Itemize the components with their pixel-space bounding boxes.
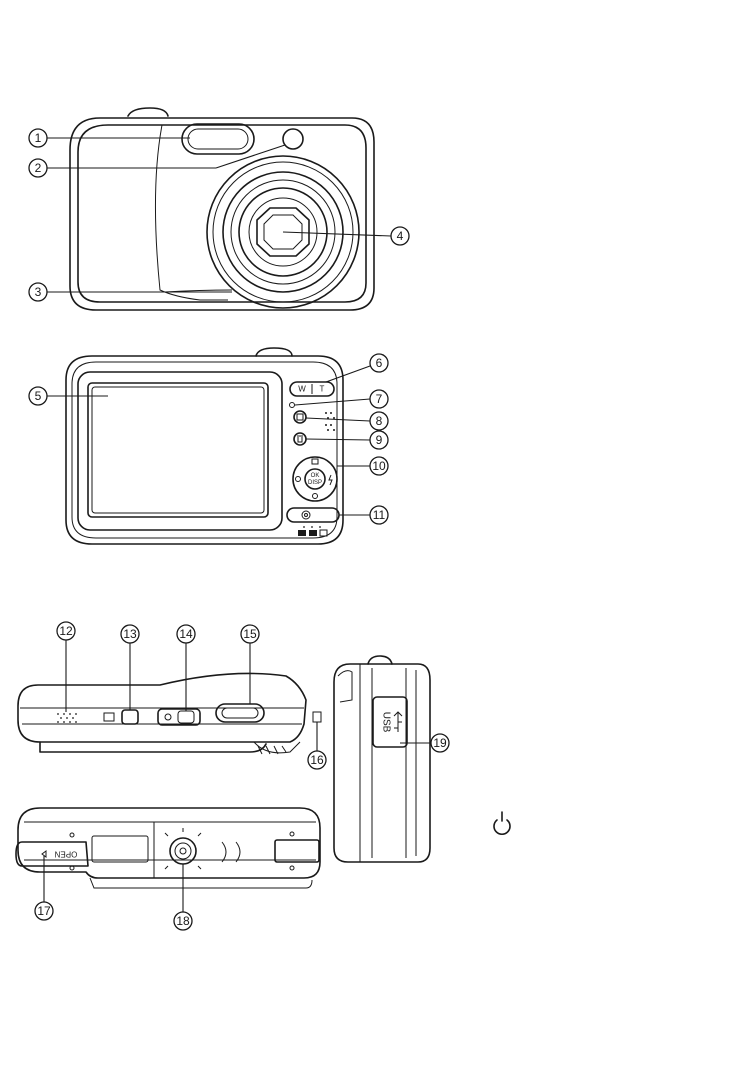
svg-text:3: 3: [35, 285, 42, 299]
playback-mode-icon: [320, 530, 327, 536]
shutter-button-top[interactable]: [216, 704, 264, 722]
svg-text:2: 2: [35, 161, 42, 175]
camera-mode-icon: [298, 530, 306, 536]
speaker-grille: [57, 713, 77, 723]
camera-side-view: USB: [334, 656, 430, 862]
callout-9: 9: [306, 431, 388, 449]
callout-11: 11: [339, 506, 388, 524]
zoom-lever[interactable]: W T: [290, 382, 334, 396]
callout-10: 10: [337, 457, 388, 475]
svg-text:19: 19: [433, 736, 447, 750]
callout-15: 15: [241, 625, 259, 704]
svg-text:10: 10: [372, 459, 386, 473]
power-icon: [494, 812, 510, 834]
svg-text:17: 17: [37, 904, 51, 918]
bottom-mark-2: [236, 842, 240, 862]
status-led: [290, 403, 295, 408]
svg-text:4: 4: [397, 229, 404, 243]
camera-back-view: W T OK DISP: [66, 348, 343, 544]
callout-12: 12: [57, 622, 75, 712]
svg-text:6: 6: [376, 356, 383, 370]
callout-14: 14: [177, 625, 195, 711]
svg-text:OPEN: OPEN: [54, 850, 77, 859]
svg-text:8: 8: [376, 414, 383, 428]
svg-text:5: 5: [35, 389, 42, 403]
lcd-bezel: [78, 372, 282, 530]
svg-text:13: 13: [123, 627, 137, 641]
callout-18: 18: [174, 864, 192, 930]
camera-top-view: [18, 673, 321, 754]
bottom-mark-1: [222, 842, 226, 862]
navigation-pad[interactable]: OK DISP: [293, 457, 337, 501]
video-mode-icon: [309, 530, 317, 536]
self-timer-lamp: [283, 129, 303, 149]
battery-door[interactable]: OPEN: [16, 842, 88, 866]
svg-text:7: 7: [376, 392, 383, 406]
ok-disp-button[interactable]: [305, 469, 325, 489]
callout-7: 7: [295, 390, 388, 408]
power-icon: [165, 714, 171, 720]
callout-5: 5: [29, 387, 108, 405]
svg-text:14: 14: [179, 627, 193, 641]
callout-1: 1: [29, 129, 190, 147]
svg-text:12: 12: [59, 624, 73, 638]
svg-text:18: 18: [176, 914, 190, 928]
speaker-dots-back: [325, 412, 335, 431]
mode-dial-switch[interactable]: [104, 710, 138, 724]
callout-16: 16: [308, 722, 326, 769]
callout-8: 8: [306, 412, 388, 430]
svg-text:W: W: [298, 385, 306, 394]
svg-text:11: 11: [373, 508, 386, 522]
mode-switch[interactable]: [298, 526, 327, 536]
delete-button[interactable]: [294, 433, 306, 445]
usb-port-cover[interactable]: USB: [373, 697, 407, 747]
svg-text:USB: USB: [381, 712, 392, 733]
power-button[interactable]: [158, 709, 200, 725]
svg-text:16: 16: [310, 753, 324, 767]
camera-bottom-view: OPEN: [16, 808, 320, 888]
playback-button[interactable]: [294, 411, 306, 423]
strap-mount: [275, 840, 319, 862]
strap-eyelet: [313, 712, 321, 722]
svg-text:T: T: [320, 385, 325, 394]
bottom-label-plate: [92, 836, 148, 862]
svg-text:9: 9: [376, 433, 383, 447]
self-timer-icon: [313, 494, 318, 499]
callout-13: 13: [121, 625, 139, 710]
flash-icon: [329, 475, 332, 485]
svg-text:15: 15: [243, 627, 257, 641]
shutter-record-button[interactable]: [287, 508, 339, 522]
callout-3: 3: [29, 283, 232, 301]
usb-icon: [394, 712, 402, 732]
svg-text:DISP: DISP: [308, 480, 322, 486]
macro-icon: [296, 477, 301, 482]
svg-text:1: 1: [35, 131, 42, 145]
lcd-screen: [88, 383, 268, 517]
callout-6: 6: [326, 354, 388, 382]
menu-icon: [312, 459, 318, 464]
svg-text:OK: OK: [311, 473, 320, 479]
